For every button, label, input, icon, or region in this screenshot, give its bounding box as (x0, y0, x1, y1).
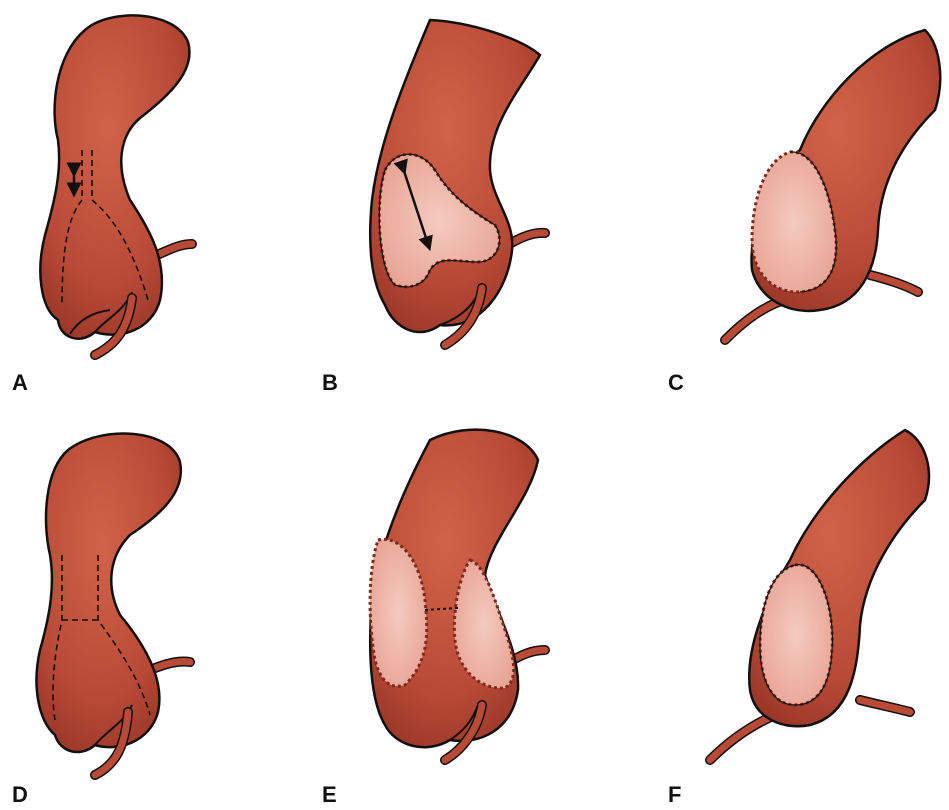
panel-b-illustration (370, 20, 545, 345)
panel-label-e: E (322, 784, 337, 806)
panel-d-illustration (36, 434, 190, 775)
panel-label-b: B (322, 372, 338, 394)
panel-label-a: A (12, 372, 28, 394)
panel-e-illustration (370, 430, 545, 760)
panel-a-illustration (40, 15, 192, 355)
panel-label-f: F (668, 784, 681, 806)
panel-label-c: C (668, 372, 684, 394)
panel-f-illustration (710, 430, 929, 760)
panel-label-d: D (12, 784, 28, 806)
panel-c-illustration (725, 30, 940, 340)
aortic-root-outline (36, 434, 180, 753)
